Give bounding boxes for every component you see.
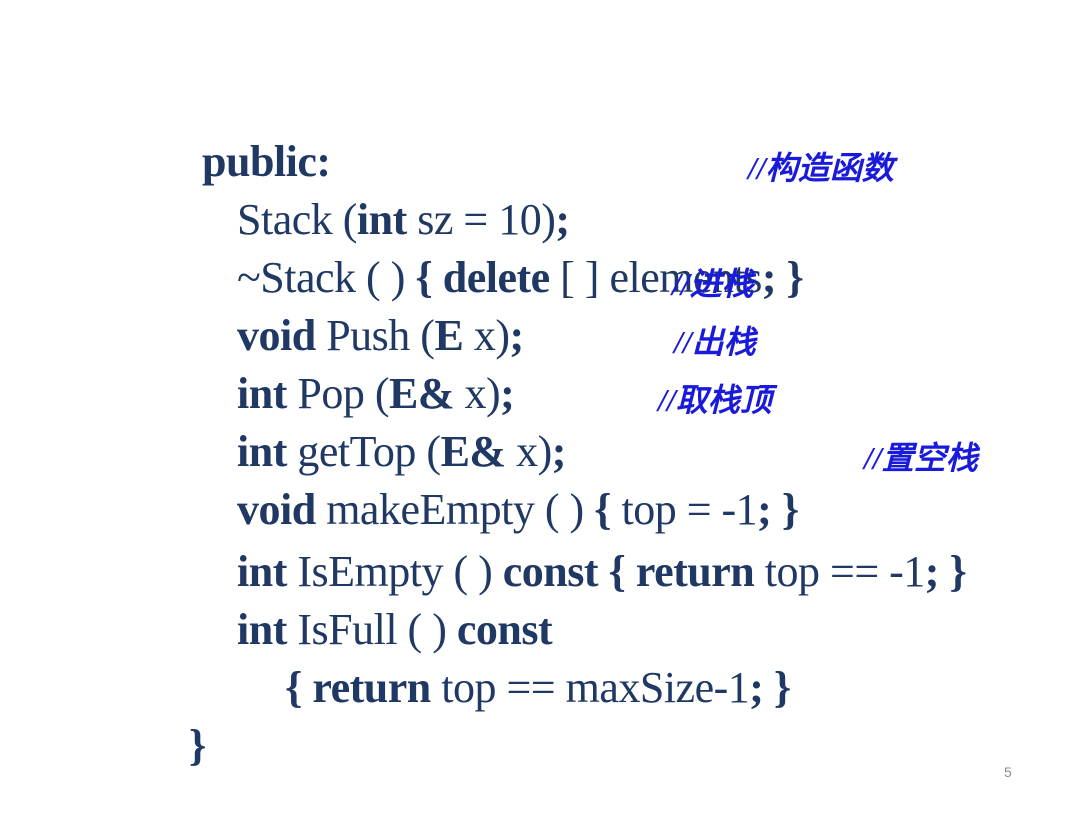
keyword-int: int bbox=[237, 547, 287, 596]
code-line-makeempty: void makeEmpty ( ) { top = -1; } bbox=[195, 432, 799, 588]
code-text: x) bbox=[505, 427, 552, 476]
semicolon: ; bbox=[551, 427, 567, 476]
code-line-public: public: bbox=[160, 84, 331, 240]
semicolon: ; bbox=[509, 311, 524, 360]
keyword-int: int bbox=[237, 605, 287, 654]
space bbox=[939, 547, 950, 596]
code-line-push: void Push (E x); bbox=[195, 258, 524, 414]
code-text: top == maxSize-1 bbox=[430, 663, 750, 712]
code-line-isfull-body: { return top == maxSize-1; } bbox=[243, 610, 791, 766]
code-line-pop: int Pop (E& x); bbox=[195, 316, 515, 472]
space bbox=[776, 253, 787, 302]
code-text: IsFull ( ) bbox=[286, 605, 457, 654]
code-line-destructor: ~Stack ( ) { delete [ ] elements; } bbox=[195, 200, 804, 356]
semicolon: ; bbox=[500, 369, 515, 418]
code-text: makeEmpty ( ) bbox=[315, 485, 595, 534]
keyword-return: return bbox=[635, 547, 755, 596]
page-number: 5 bbox=[1004, 764, 1012, 780]
code-text: IsEmpty ( ) bbox=[286, 547, 503, 596]
type-e-ref: E& bbox=[388, 369, 455, 418]
code-line-constructor: Stack (int sz = 10); bbox=[195, 142, 570, 298]
code-line-isfull: int IsFull ( ) const bbox=[195, 552, 553, 708]
comment-constructor: //构造函数 bbox=[748, 150, 894, 186]
code-text: x) bbox=[453, 369, 501, 418]
space bbox=[598, 547, 609, 596]
brace-close: } bbox=[781, 485, 799, 534]
semicolon: ; bbox=[924, 547, 940, 596]
keyword-return: return bbox=[312, 663, 431, 712]
code-text: Pop ( bbox=[286, 369, 389, 418]
brace-open: { bbox=[285, 663, 302, 712]
brace-close: } bbox=[189, 721, 206, 770]
comment-makeempty: //置空栈 bbox=[864, 440, 978, 476]
keyword-public: public: bbox=[202, 137, 331, 186]
code-text: sz = 10) bbox=[406, 195, 556, 244]
type-e: E bbox=[434, 311, 464, 360]
code-line-class-close: } bbox=[147, 668, 206, 824]
keyword-void: void bbox=[237, 485, 316, 534]
comment-pop: //出栈 bbox=[674, 324, 756, 360]
code-text: Push ( bbox=[315, 311, 435, 360]
type-e-ref: E& bbox=[440, 427, 507, 476]
code-text: getTop ( bbox=[286, 427, 441, 476]
comment-push: //进栈 bbox=[672, 266, 754, 302]
code-text: [ ] elements bbox=[549, 253, 762, 302]
code-text: top == -1 bbox=[754, 547, 926, 596]
brace-open: { bbox=[608, 547, 626, 596]
code-line-isempty: int IsEmpty ( ) const { return top == -1… bbox=[195, 494, 967, 650]
semicolon: ; bbox=[555, 195, 570, 244]
code-text: Stack ( bbox=[237, 195, 357, 244]
keyword-int: int bbox=[356, 195, 407, 244]
code-text: top = -1 bbox=[610, 485, 758, 534]
space bbox=[763, 663, 774, 712]
space bbox=[625, 547, 636, 596]
semicolon: ; bbox=[749, 663, 764, 712]
comment-gettop: //取栈顶 bbox=[658, 382, 772, 418]
brace-close: } bbox=[786, 253, 804, 302]
code-text: x) bbox=[463, 311, 510, 360]
brace-open: { bbox=[594, 485, 611, 534]
code-line-gettop: int getTop (E& x); bbox=[195, 374, 566, 530]
keyword-int: int bbox=[237, 369, 287, 418]
code-text: ~Stack ( ) bbox=[237, 253, 416, 302]
keyword-const: const bbox=[456, 605, 553, 654]
keyword-const: const bbox=[502, 547, 599, 596]
semicolon: ; bbox=[757, 485, 772, 534]
semicolon: ; bbox=[761, 253, 777, 302]
keyword-delete: delete bbox=[442, 253, 550, 302]
space bbox=[302, 663, 313, 712]
brace-open: { bbox=[415, 253, 433, 302]
keyword-void: void bbox=[237, 311, 316, 360]
brace-close: } bbox=[773, 663, 791, 712]
brace-close: } bbox=[949, 547, 967, 596]
keyword-int: int bbox=[237, 427, 287, 476]
